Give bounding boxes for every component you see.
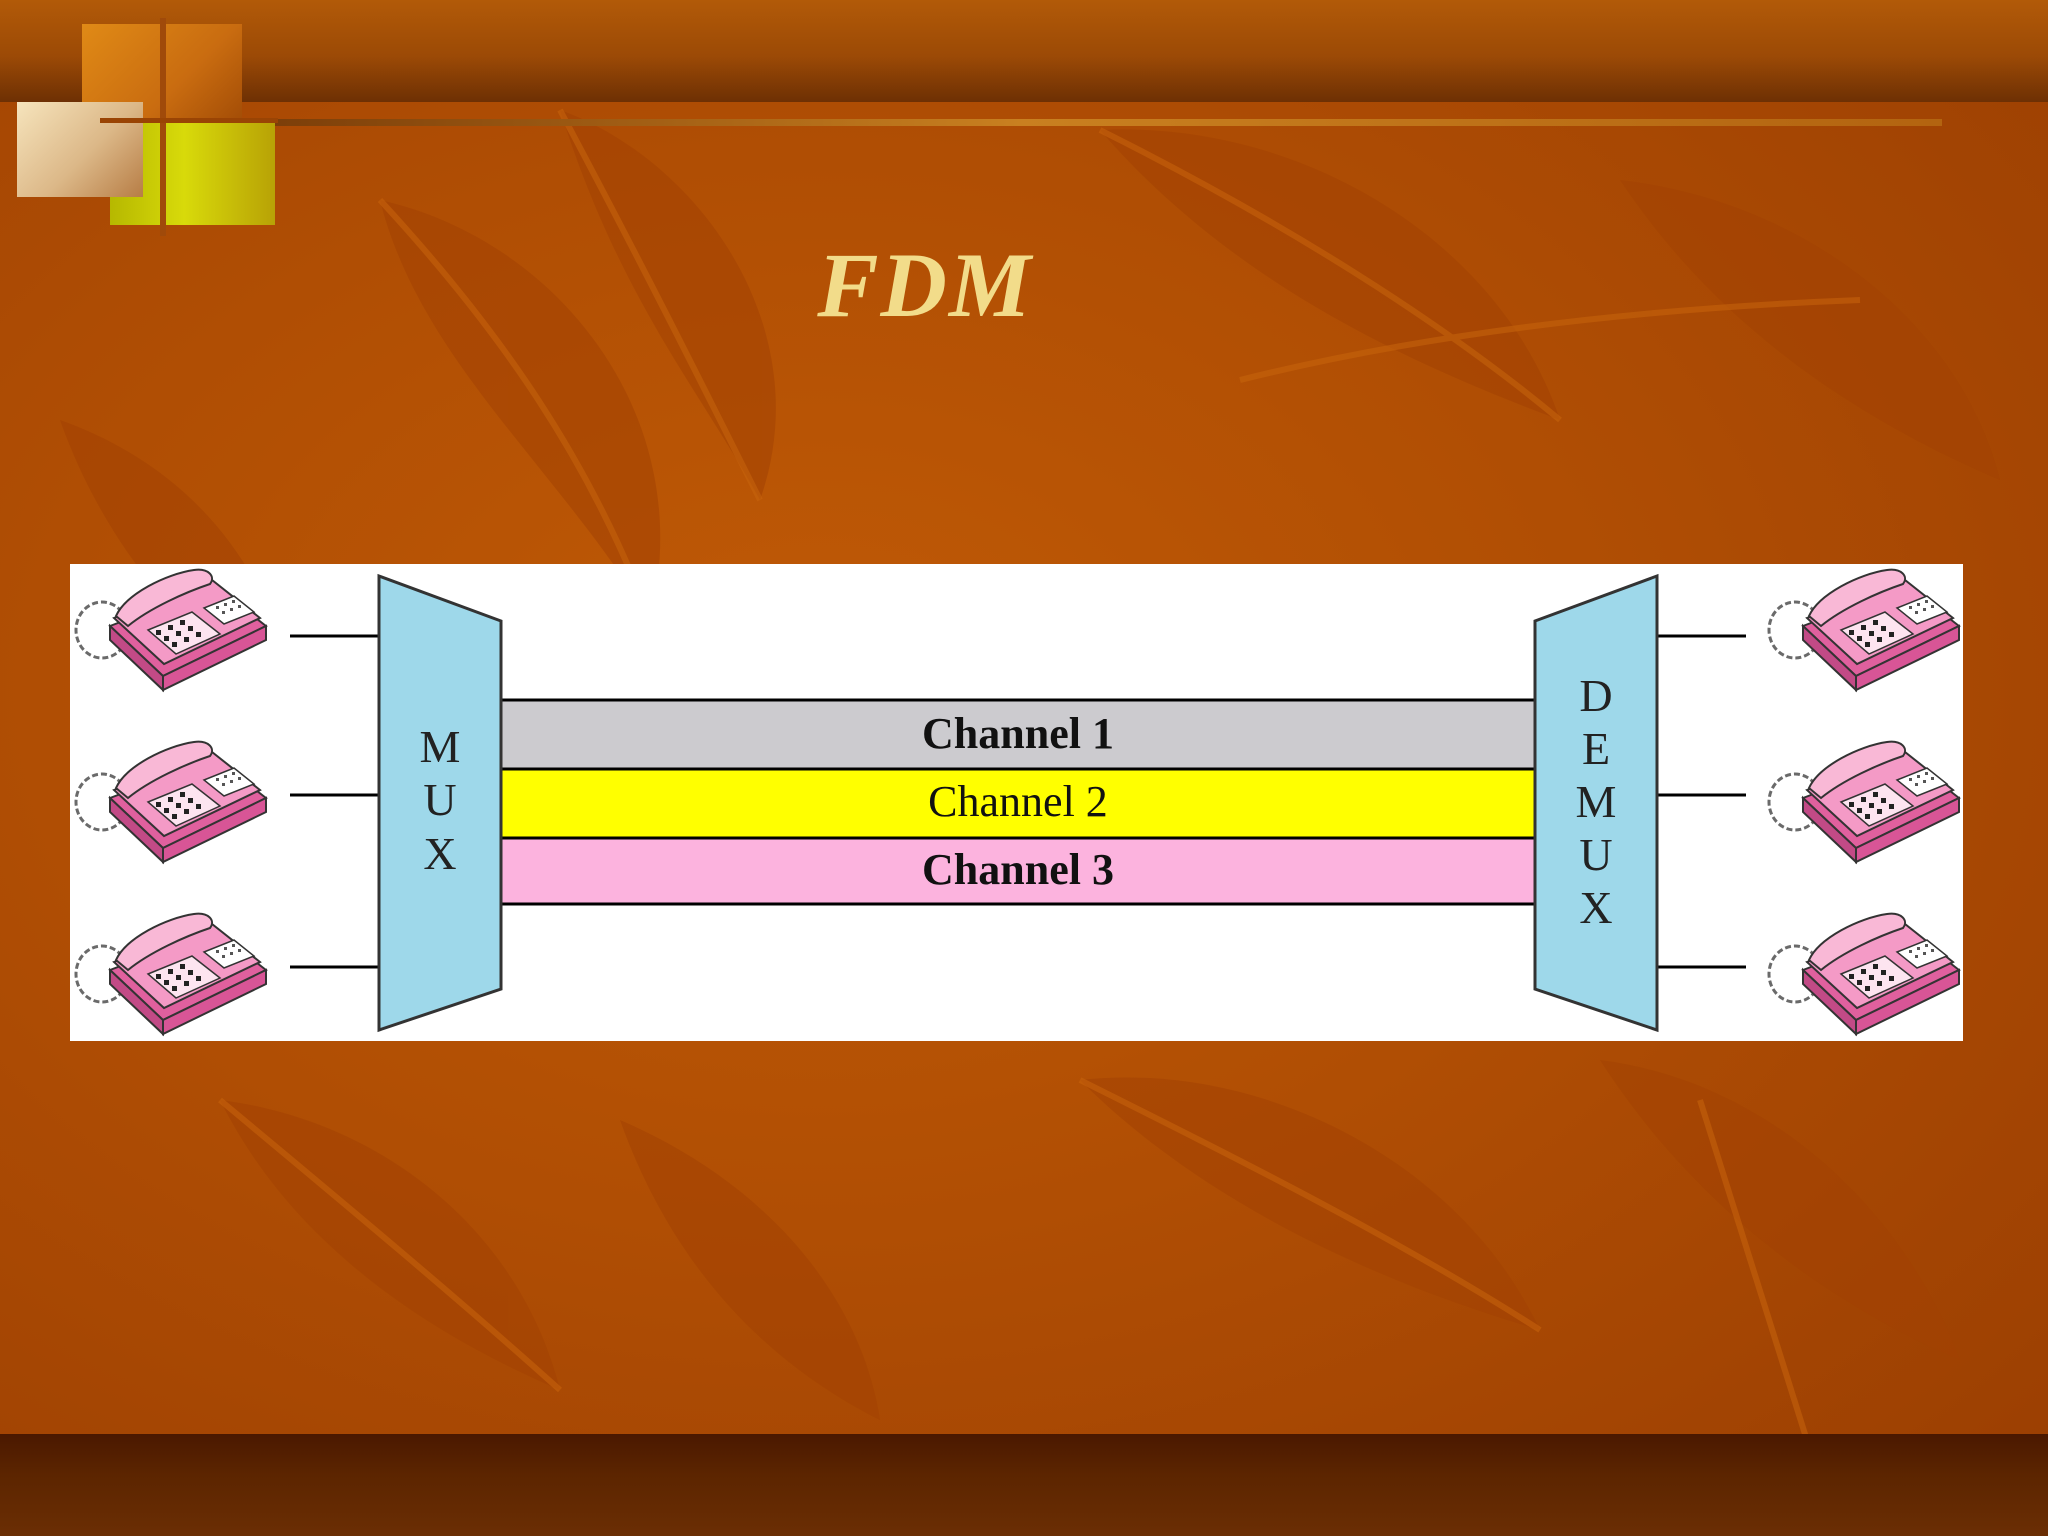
demux-letter: D bbox=[1579, 670, 1612, 721]
telephone-icon bbox=[1767, 912, 1961, 1036]
telephone-icon bbox=[74, 568, 268, 692]
slide-title: FDM bbox=[817, 234, 1033, 336]
demux-letter: E bbox=[1582, 723, 1610, 774]
demux-letter: M bbox=[1576, 776, 1617, 827]
channel-1-label: Channel 1 bbox=[922, 709, 1114, 758]
telephone-icon bbox=[1767, 740, 1961, 864]
input-lines bbox=[290, 634, 1746, 969]
telephone-icon bbox=[74, 912, 268, 1036]
channel-3-band bbox=[499, 836, 1537, 906]
fdm-diagram: Channel 1 Channel 2 Channel 3 M U X D E … bbox=[70, 564, 1963, 1041]
mux-letter: U bbox=[423, 774, 456, 825]
telephone-icon bbox=[74, 740, 268, 864]
mux-block: M U X bbox=[377, 573, 503, 1033]
mux-letter: X bbox=[423, 828, 456, 879]
decorative-line bbox=[160, 18, 166, 236]
channel-bands: Channel 1 Channel 2 Channel 3 bbox=[499, 698, 1537, 906]
demux-letter: U bbox=[1579, 829, 1612, 880]
telephone-icon bbox=[1767, 568, 1961, 692]
channel-1-band bbox=[499, 698, 1537, 771]
mux-letter: M bbox=[420, 721, 461, 772]
demux-letter: X bbox=[1579, 882, 1612, 933]
demux-block: D E M U X bbox=[1533, 573, 1659, 1033]
top-rule bbox=[100, 119, 1942, 126]
channel-2-label: Channel 2 bbox=[928, 777, 1108, 826]
decorative-square bbox=[17, 102, 143, 197]
channel-3-label: Channel 3 bbox=[922, 845, 1114, 894]
decorative-line bbox=[100, 118, 278, 123]
top-band bbox=[0, 0, 2048, 102]
bottom-band bbox=[0, 1434, 2048, 1536]
